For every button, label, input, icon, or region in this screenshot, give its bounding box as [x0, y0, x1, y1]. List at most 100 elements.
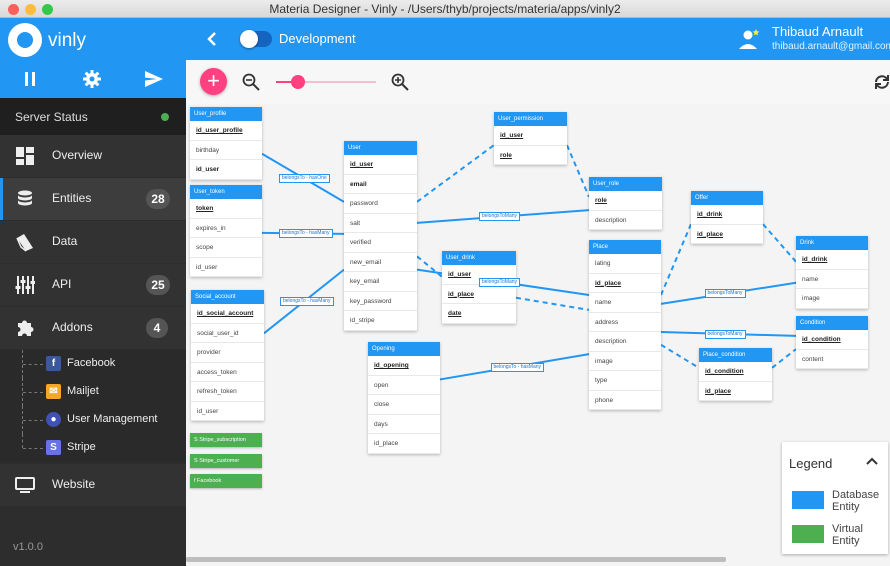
entity-field[interactable]: id_user — [190, 160, 262, 180]
entity-header[interactable]: User_token — [190, 185, 262, 199]
environment-toggle[interactable] — [240, 30, 272, 48]
user-avatar-icon[interactable] — [738, 28, 760, 50]
virtual-entity-facebook[interactable]: f Facebook — [190, 474, 262, 488]
entity-field[interactable]: id_drink — [691, 205, 763, 225]
entity-field[interactable]: id_user — [191, 402, 264, 421]
entity-field[interactable]: image — [796, 289, 868, 309]
entity-field[interactable]: name — [796, 270, 868, 289]
deploy-button[interactable] — [142, 68, 166, 90]
entity-field[interactable]: type — [589, 371, 661, 391]
zoom-window-button[interactable] — [42, 4, 53, 15]
entity-field[interactable]: id_condition — [796, 330, 868, 350]
relation-line[interactable] — [660, 223, 692, 296]
entity-header[interactable]: User_profile — [190, 107, 262, 121]
relation-line[interactable] — [660, 343, 700, 369]
relation-line[interactable] — [771, 348, 797, 369]
entity-field[interactable]: id_user_profile — [190, 121, 262, 141]
entity-field[interactable]: description — [589, 332, 661, 352]
entity-field[interactable]: id_condition — [699, 362, 772, 382]
entity-field[interactable]: expires_in — [190, 219, 262, 238]
zoom-in-icon[interactable] — [391, 73, 409, 91]
virtual-entity-stripe-subscription[interactable]: S Stripe_subscription — [190, 433, 262, 447]
entity-field[interactable]: id_drink — [796, 250, 868, 270]
entity-field[interactable]: salt — [344, 214, 417, 233]
relation-line[interactable] — [762, 223, 797, 263]
entity-field[interactable]: provider — [191, 343, 264, 363]
entity-field[interactable]: days — [368, 415, 440, 434]
entity-field[interactable]: id_social_account — [191, 304, 264, 324]
nav-entities[interactable]: Entities 28 — [0, 178, 186, 220]
entity-header[interactable]: Place — [589, 240, 661, 254]
addon-item-mailjet[interactable]: ✉ Mailjet — [0, 378, 186, 406]
entity-field[interactable]: new_email — [344, 253, 417, 272]
entity-field[interactable]: close — [368, 395, 440, 415]
entity-field[interactable]: id_place — [589, 274, 661, 293]
virtual-entity-stripe-customer[interactable]: S Stripe_customer — [190, 454, 262, 468]
entity-field[interactable]: open — [368, 376, 440, 395]
relation-line[interactable] — [416, 144, 495, 203]
refresh-icon[interactable] — [872, 72, 890, 92]
relation-label[interactable]: belongsTo - hasMany — [279, 229, 333, 239]
relation-label[interactable]: belongsToMany — [704, 329, 746, 339]
entity-header[interactable]: User — [344, 141, 417, 155]
entity-field[interactable]: name — [589, 293, 661, 313]
entity-field[interactable]: access_token — [191, 363, 264, 382]
entity-field[interactable]: key_email — [344, 272, 417, 292]
entity-header[interactable]: User_drink — [442, 251, 516, 265]
entity-header[interactable]: Social_account — [191, 290, 264, 304]
add-entity-button[interactable]: + — [200, 68, 227, 95]
legend-collapse-button[interactable] — [866, 454, 878, 469]
entity-field[interactable]: date — [442, 304, 516, 324]
nav-data[interactable]: Data — [0, 221, 186, 263]
entity-field[interactable]: address — [589, 313, 661, 332]
close-window-button[interactable] — [8, 4, 19, 15]
entity-field[interactable]: password — [344, 194, 417, 214]
entity-header[interactable]: Drink — [796, 236, 868, 250]
entity-field[interactable]: refresh_token — [191, 382, 264, 402]
entity-header[interactable]: User_permission — [494, 112, 567, 126]
relation-label[interactable]: belongsToMany — [479, 278, 521, 288]
entity-field[interactable]: role — [589, 191, 662, 211]
entity-header[interactable]: User_role — [589, 177, 662, 191]
relation-label[interactable]: belongsTo - hasMany — [490, 362, 545, 372]
relation-line[interactable] — [515, 296, 590, 311]
addon-item-stripe[interactable]: S Stripe — [0, 434, 186, 462]
entity-field[interactable]: scope — [190, 238, 262, 258]
entity-field[interactable]: id_place — [699, 382, 772, 401]
entity-field[interactable]: role — [494, 146, 567, 165]
entity-field[interactable]: phone — [589, 391, 661, 410]
entity-field[interactable]: id_user — [494, 126, 567, 146]
collapse-sidebar-button[interactable] — [206, 27, 218, 51]
entity-header[interactable]: Opening — [368, 342, 440, 356]
relation-label[interactable]: belongsToMany — [479, 212, 521, 222]
entity-field[interactable]: id_opening — [368, 356, 440, 376]
minimize-window-button[interactable] — [25, 4, 36, 15]
entity-field[interactable]: id_stripe — [344, 311, 417, 331]
entity-field[interactable]: id_place — [442, 285, 516, 304]
pause-server-button[interactable] — [18, 68, 42, 90]
entity-field[interactable]: birthday — [190, 141, 262, 160]
entity-field[interactable]: social_user_id — [191, 324, 264, 343]
entity-field[interactable]: id_user — [190, 258, 262, 277]
zoom-slider[interactable] — [276, 75, 376, 89]
entity-field[interactable]: token — [190, 199, 262, 219]
entity-field[interactable]: verified — [344, 233, 417, 253]
entity-field[interactable]: image — [589, 352, 661, 371]
entity-header[interactable]: Place_condition — [699, 348, 772, 362]
addon-item-facebook[interactable]: f Facebook — [0, 350, 186, 378]
entity-header[interactable]: Offer — [691, 191, 763, 205]
settings-button[interactable] — [80, 68, 104, 90]
entity-field[interactable]: content — [796, 350, 868, 369]
